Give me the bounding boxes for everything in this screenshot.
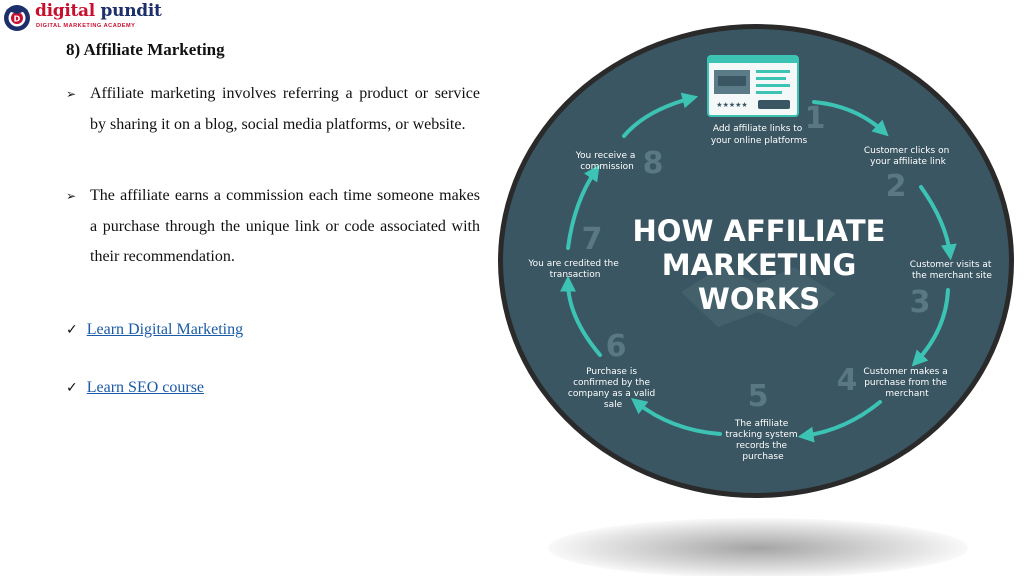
step-number-7: 7 xyxy=(582,222,603,257)
bullet-text: The affiliate earns a commission each ti… xyxy=(90,187,480,265)
bullet-item: ➢ Affiliate marketing involves referring… xyxy=(66,79,480,140)
step-number-3: 3 xyxy=(910,285,931,320)
arrow-bullet-icon: ➢ xyxy=(66,189,77,203)
step-label-2: Customer clicks on your affiliate link xyxy=(864,146,952,167)
cycle-arrows xyxy=(560,92,957,443)
step-number-5: 5 xyxy=(748,379,769,414)
bullet-text: Affiliate marketing involves referring a… xyxy=(90,85,480,133)
browser-window-icon: ★★★★★ xyxy=(707,55,799,117)
learn-seo-course-link[interactable]: Learn SEO course xyxy=(86,379,205,396)
section-heading: 8) Affiliate Marketing xyxy=(66,40,225,59)
affiliate-infographic: HOW AFFILIATE MARKETING WORKS ★★★★★ 1 2 … xyxy=(498,24,1014,498)
svg-text:D: D xyxy=(14,15,21,24)
step-number-6: 6 xyxy=(606,329,627,364)
infographic-shadow xyxy=(548,518,968,576)
bullet-item: ➢ The affiliate earns a commission each … xyxy=(66,181,480,273)
step-number-2: 2 xyxy=(886,169,907,204)
brand-logo[interactable]: D digital pundit DIGITAL MARKETING ACADE… xyxy=(2,1,162,35)
logo-word-digital: digital xyxy=(35,1,95,21)
arrow-bullet-icon: ➢ xyxy=(66,87,77,101)
learn-digital-marketing-link[interactable]: Learn Digital Marketing xyxy=(86,321,244,338)
step-label-7: You are credited the transaction xyxy=(527,259,621,280)
step-number-8: 8 xyxy=(643,146,664,181)
step-label-5: The affiliate tracking system records th… xyxy=(725,419,800,462)
logo-word-pundit: pundit xyxy=(100,1,162,21)
checkmark-icon: ✓ xyxy=(66,322,78,338)
title-line-2: MARKETING xyxy=(662,248,857,282)
step-label-8: You receive a commission xyxy=(575,151,639,172)
step-label-3: Customer visits at the merchant site xyxy=(910,260,995,281)
svg-text:★★★★★: ★★★★★ xyxy=(716,101,747,109)
link-item: ✓ Learn SEO course xyxy=(66,379,204,397)
logo-wordmark: digital pundit xyxy=(35,1,162,21)
step-label-1: Add affiliate links to your online platf… xyxy=(711,124,808,146)
checkmark-icon: ✓ xyxy=(66,380,78,396)
title-line-1: HOW AFFILIATE xyxy=(633,214,886,248)
infographic-disc xyxy=(503,29,1009,493)
step-label-6: Purchase is confirmed by the company as … xyxy=(568,367,658,410)
handshake-watermark-icon xyxy=(681,267,836,327)
link-item: ✓ Learn Digital Marketing xyxy=(66,321,243,339)
step-label-4: Customer makes a purchase from the merch… xyxy=(863,367,950,399)
step-number-4: 4 xyxy=(837,363,858,398)
logo-emblem-icon: D xyxy=(4,5,30,31)
step-number-1: 1 xyxy=(805,101,826,136)
logo-tagline: DIGITAL MARKETING ACADEMY xyxy=(36,23,136,29)
title-line-3: WORKS xyxy=(698,282,820,316)
